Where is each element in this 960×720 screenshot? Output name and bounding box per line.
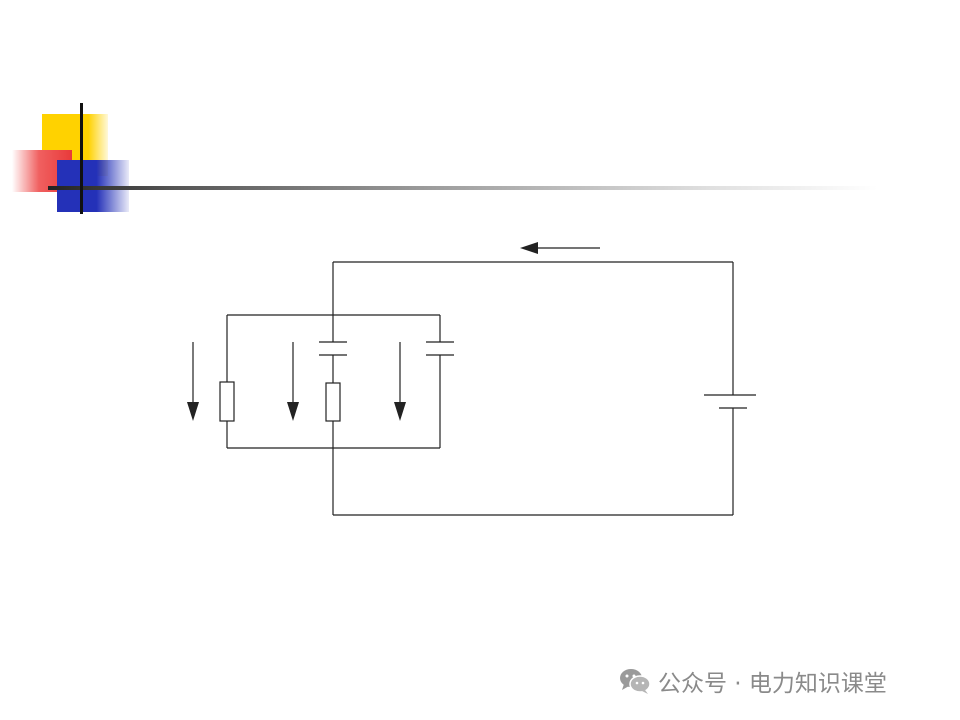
- current-arrow-top-head: [520, 242, 538, 254]
- decorative-vertical-line: [80, 103, 83, 214]
- resistor-center: [325, 382, 341, 422]
- title-divider-line: [48, 186, 878, 190]
- wechat-icon: [620, 669, 651, 694]
- arrow-left-branch-head: [187, 402, 199, 421]
- battery: [704, 394, 756, 409]
- watermark-text: 公众号 · 电力知识课堂: [658, 671, 887, 697]
- capacitor-right: [426, 341, 454, 356]
- arrow-right-branch-head: [394, 402, 406, 421]
- watermark: 公众号 · 电力知识课堂: [618, 663, 887, 699]
- arrow-center-branch-head: [287, 402, 299, 421]
- resistor-left: [219, 381, 235, 422]
- capacitor-center: [319, 341, 347, 356]
